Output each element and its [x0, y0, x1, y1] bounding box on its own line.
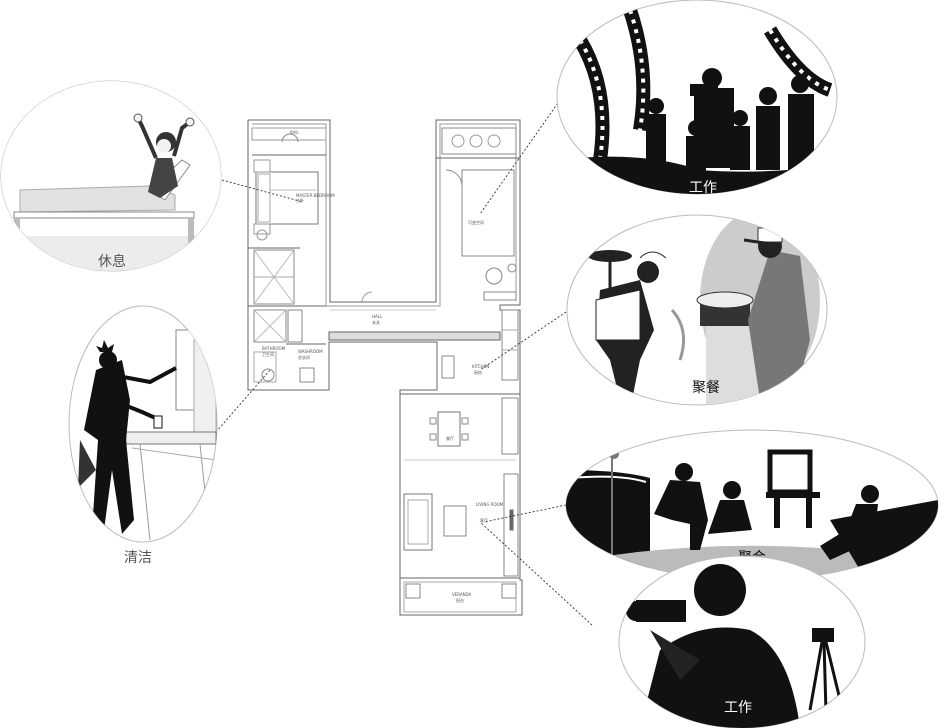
photographer-illustration: [626, 564, 844, 728]
vignette-work-top-label: 工作: [689, 180, 717, 196]
label-top-left: RAIL: [290, 130, 300, 135]
vignette-gathering: 聚会: [565, 429, 939, 581]
bathroom-zone: [248, 305, 326, 383]
connector-work-top: [479, 99, 561, 215]
vignette-rest-label: 休息: [98, 253, 126, 270]
corridor: [328, 291, 501, 341]
label-kitchen-en: KITCHEN: [472, 364, 489, 369]
vignette-work-bottom-label: 工作: [724, 700, 752, 716]
flex-zone: [436, 127, 520, 301]
label-bathroom: 卫生间: [262, 351, 274, 357]
label-kitchen: 厨房: [474, 369, 482, 375]
dining-zone: [404, 397, 519, 461]
floor-plan: RAIL 主卧 MASTER BEDROOM 可变空间 HALL 玄关 BATH…: [247, 119, 523, 616]
rest-illustration: [1, 81, 221, 271]
connector-dining: [479, 311, 567, 371]
connector-lines: [215, 99, 593, 626]
label-bathroom-en: BATHROOM: [262, 346, 286, 351]
vignette-clean-label: 清洁: [124, 550, 152, 566]
label-dining: 餐厅: [446, 435, 454, 441]
label-living: 客厅: [480, 517, 488, 523]
connector-clean: [215, 369, 271, 433]
connector-gathering: [483, 504, 567, 523]
label-balcony-en: VERANDA: [452, 592, 472, 597]
label-hall: 玄关: [372, 319, 380, 325]
kitchen-zone: [400, 309, 520, 395]
label-hall-en: HALL: [372, 314, 383, 319]
label-washroom-en: WASHROOM: [298, 349, 323, 354]
outer-walls: [247, 119, 523, 616]
label-bedroom: 主卧: [296, 197, 304, 203]
vignette-work-bottom: 工作: [618, 555, 866, 728]
label-bedroom-en: MASTER BEDROOM: [296, 193, 335, 198]
label-balcony: 阳台: [456, 597, 464, 603]
connector-work-bottom: [479, 521, 593, 626]
living-zone: [400, 473, 520, 613]
vignette-rest: 休息: [0, 80, 222, 272]
bedroom-zone: [248, 127, 327, 305]
vignette-work-top: 工作: [556, 0, 838, 196]
label-living-en: LIVING ROOM: [476, 502, 504, 507]
vignette-dining: 聚餐: [566, 214, 828, 406]
label-washroom: 洗衣间: [298, 354, 310, 360]
connector-rest: [221, 179, 304, 203]
chef-illustration: [588, 215, 820, 405]
vignette-clean: 清洁: [68, 305, 218, 566]
vignette-dining-label: 聚餐: [692, 380, 720, 396]
label-flex-room: 可变空间: [468, 219, 484, 225]
